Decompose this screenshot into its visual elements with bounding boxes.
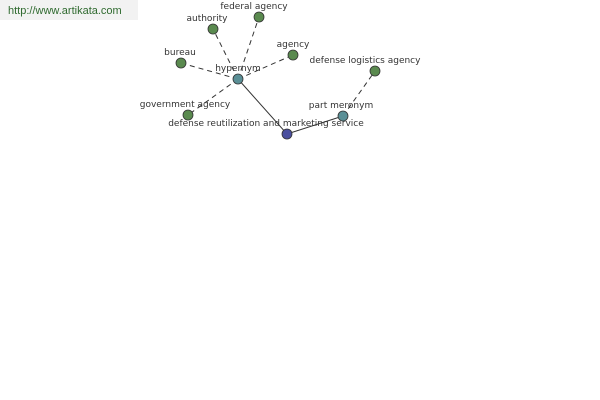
labels-layer: defense reutilization and marketing serv…: [140, 2, 421, 129]
nodes-layer: [175, 11, 381, 140]
node-label-defense-logistics-agency[interactable]: defense logistics agency: [310, 56, 422, 66]
edge-hypernym-government-agency: [187, 78, 239, 116]
node-label-bureau[interactable]: bureau: [164, 48, 196, 58]
edge-root-part-meronym: [286, 115, 344, 135]
node-label-government-agency[interactable]: government agency: [140, 100, 231, 110]
edge-hypernym-agency: [237, 54, 294, 80]
node-government-agency[interactable]: [182, 109, 194, 121]
node-bureau[interactable]: [175, 57, 187, 69]
node-label-part-meronym[interactable]: part meronym: [309, 101, 373, 111]
node-part-meronym[interactable]: [337, 110, 349, 122]
node-agency[interactable]: [287, 49, 299, 61]
node-label-authority[interactable]: authority: [186, 14, 228, 24]
node-label-hypernym[interactable]: hypernym: [215, 64, 261, 74]
edges-layer: [180, 16, 376, 135]
edge-hypernym-federal-agency: [237, 16, 260, 80]
edge-part-meronym-defense-logistics-agency: [342, 70, 376, 117]
node-hypernym[interactable]: [232, 73, 244, 85]
node-label-agency[interactable]: agency: [277, 40, 310, 50]
node-federal-agency[interactable]: [253, 11, 265, 23]
node-root[interactable]: [281, 128, 293, 140]
node-label-federal-agency[interactable]: federal agency: [220, 2, 288, 12]
watermark-url[interactable]: http://www.artikata.com: [0, 0, 138, 20]
node-authority[interactable]: [207, 23, 219, 35]
edge-hypernym-bureau: [180, 62, 239, 80]
node-label-root[interactable]: defense reutilization and marketing serv…: [168, 119, 364, 129]
node-defense-logistics-agency[interactable]: [369, 65, 381, 77]
edge-root-hypernym: [237, 78, 288, 135]
edge-hypernym-authority: [212, 28, 239, 80]
